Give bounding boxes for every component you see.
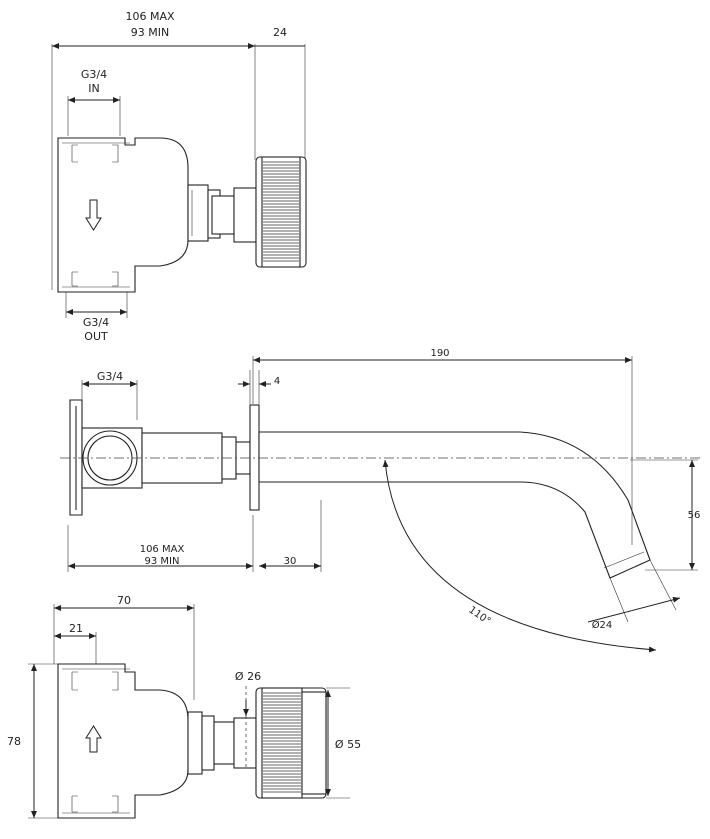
overall-min-label: 93 MIN	[131, 26, 169, 39]
body-min-label: 93 MIN	[145, 556, 180, 567]
spout-length-label: 190	[430, 348, 449, 359]
inlet-thread-label: G3/4	[81, 68, 107, 81]
handle-diameter-label: Ø 55	[335, 738, 361, 751]
flow-down-arrow-icon	[85, 199, 102, 231]
outlet-thread-label: G3/4	[83, 316, 109, 329]
side-thread-label: G3/4	[97, 370, 123, 383]
spout-height-label: 56	[688, 510, 701, 521]
knurl-pattern-front	[263, 692, 301, 793]
valve-body	[57, 137, 189, 293]
body-max-label: 106 MAX	[140, 544, 185, 555]
inlet-label: IN	[88, 82, 99, 95]
angle-label: 110°	[466, 605, 492, 628]
spout	[258, 431, 651, 579]
offset-21-label: 21	[69, 622, 83, 635]
stem-diameter-label: Ø 26	[235, 670, 261, 683]
valve-body-front	[57, 663, 189, 819]
outlet-label: OUT	[84, 330, 108, 343]
plate-thickness-label: 4	[274, 376, 280, 387]
offset-label: 30	[284, 556, 297, 567]
height-label: 78	[7, 735, 21, 748]
front-view: 70 21 78 Ø 26	[7, 594, 361, 819]
flow-up-arrow-icon	[85, 725, 102, 753]
handle-depth-label: 24	[273, 26, 287, 39]
width-label: 70	[117, 594, 131, 607]
outlet-diameter-label: Ø24	[592, 619, 613, 631]
top-view: 106 MAX 93 MIN 24 G3/4 IN	[51, 10, 307, 343]
knurled-grip	[261, 156, 301, 268]
wall-plate	[249, 404, 260, 511]
side-view: G3/4 4 190 56 110	[60, 348, 701, 653]
angle-arc	[382, 459, 657, 653]
knurl-pattern	[263, 161, 299, 262]
overall-max-label: 106 MAX	[125, 10, 175, 23]
